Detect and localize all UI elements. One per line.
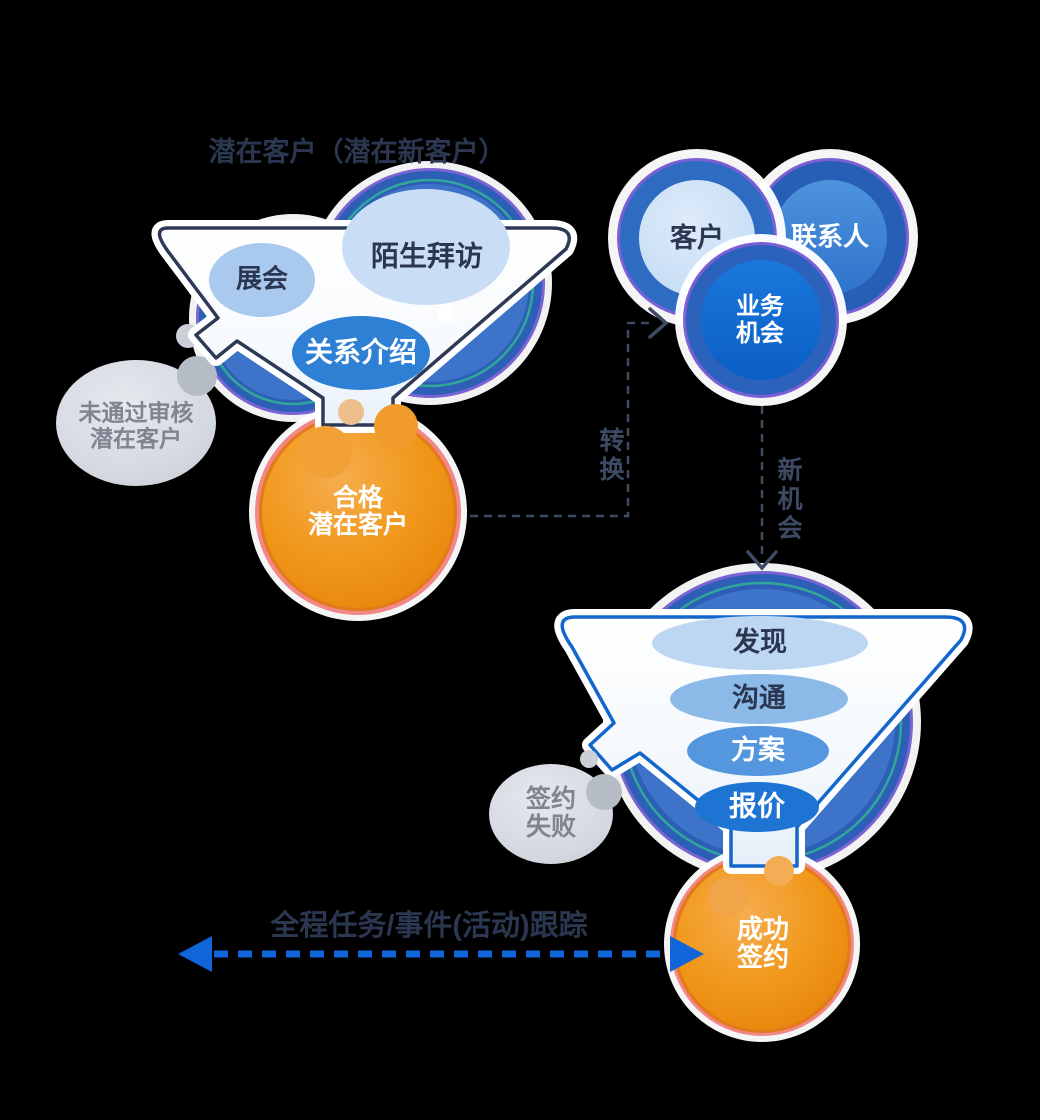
contact-label: 联系人 — [790, 221, 870, 252]
tracking-arrow — [178, 936, 704, 972]
opportunity-circle — [675, 234, 847, 406]
stage-quote-label: 报价 — [728, 790, 786, 822]
stage-proposal-label: 方案 — [731, 734, 785, 765]
funnel-top-white-dot — [437, 305, 455, 323]
stage-discover — [652, 616, 868, 670]
reject-bottom-label: 签约 失败 — [525, 785, 577, 841]
new-opportunity-label: 新机会 — [774, 456, 802, 544]
stage-discover-label: 发现 — [733, 626, 787, 657]
diagram-title: 潜在客户（潜在新客户） — [208, 136, 506, 167]
reject-top-label: 未通过审核 潜在客户 — [78, 399, 194, 451]
reject-bottom-bubble-shape — [489, 750, 622, 864]
funnel-bottom-shape — [554, 609, 973, 886]
bubble-exhibition-label: 展会 — [235, 263, 289, 294]
opportunity-label: 业务 机会 — [736, 293, 784, 347]
convert-label: 转换 — [596, 427, 624, 485]
tracking-label: 全程任务/事件(活动)跟踪 — [270, 909, 588, 942]
stage-proposal — [687, 726, 829, 776]
stage-quote — [695, 782, 819, 832]
stage-communicate-label: 沟通 — [732, 682, 786, 713]
bubble-referral — [292, 316, 430, 390]
customer-label: 客户 — [670, 222, 724, 253]
funnel-top-shape — [151, 189, 578, 478]
bubble-exhibition — [209, 243, 315, 317]
bubble-referral-label: 关系介绍 — [304, 336, 418, 368]
success-label: 成功 签约 — [736, 913, 790, 972]
bubble-cold-call — [342, 189, 510, 305]
connector-new-opportunity-arrow — [746, 406, 778, 571]
crm-cluster-shape — [608, 149, 918, 406]
stage-communicate — [670, 674, 848, 724]
qualified-label: 合格 潜在客户 — [307, 484, 409, 539]
success-circle-shape — [664, 846, 860, 1042]
bubble-cold-call-label: 陌生拜访 — [370, 240, 484, 272]
connector-convert-arrow — [470, 307, 669, 518]
